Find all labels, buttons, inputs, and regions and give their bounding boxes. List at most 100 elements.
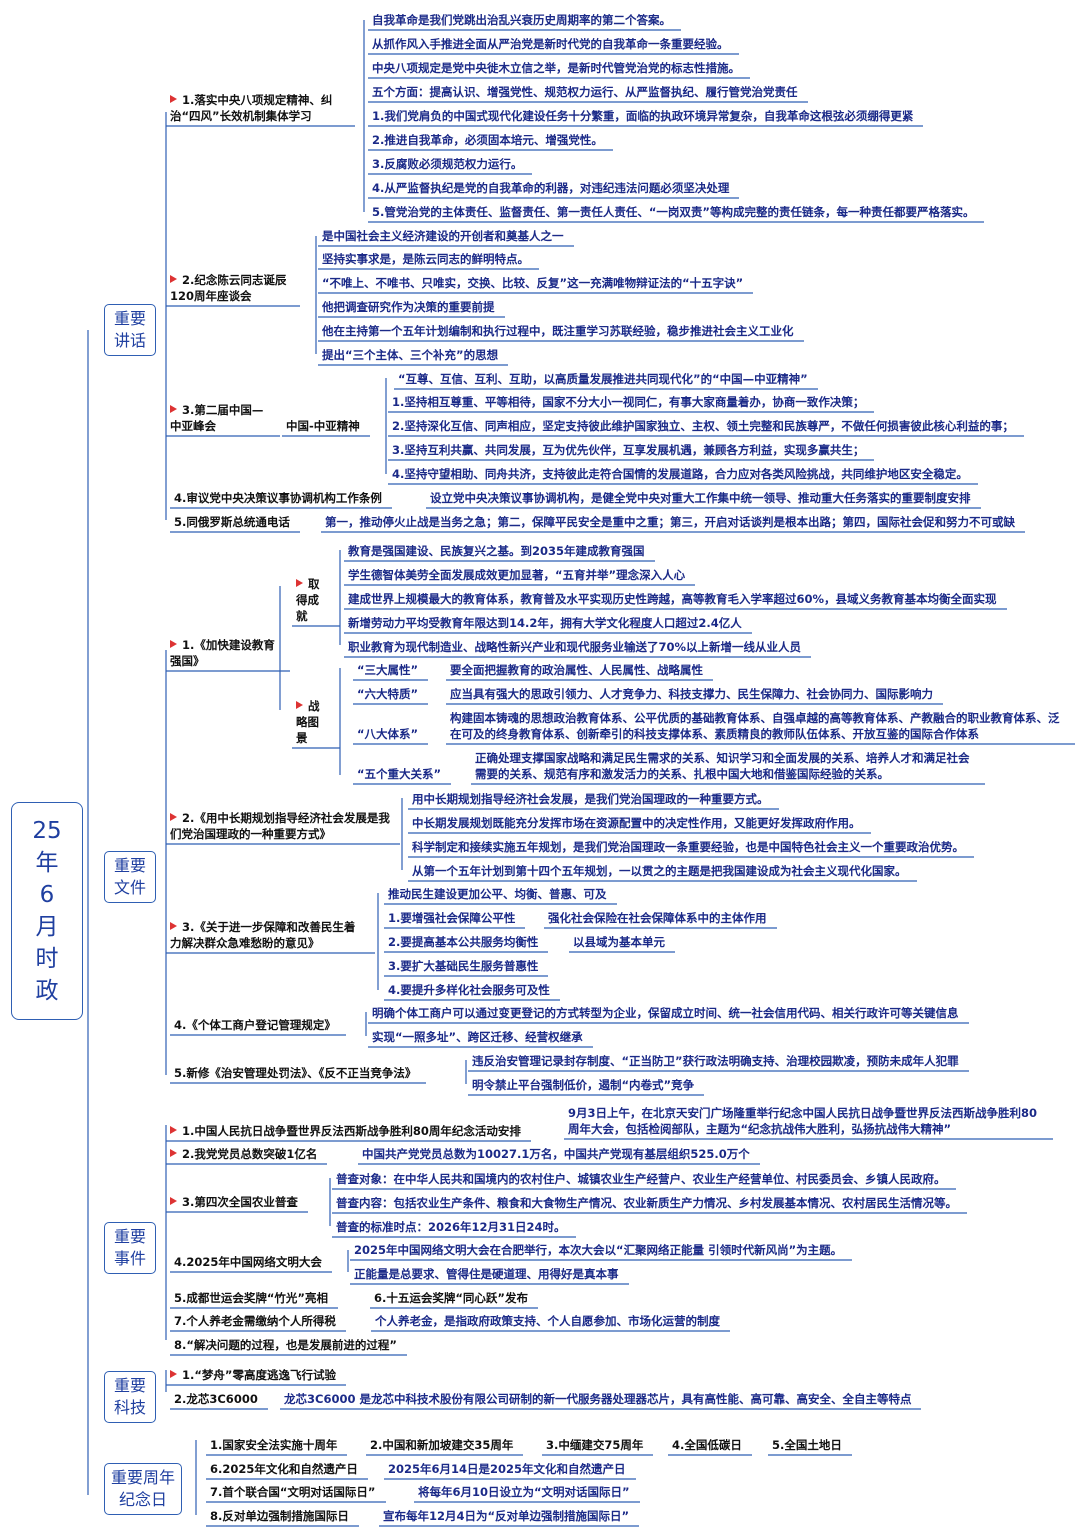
node-text: “三大属性” xyxy=(357,663,419,677)
node-text: 个人养老金，是指政府政策支持、个人自愿参加、市场化运营的制度 xyxy=(375,1314,720,1328)
flag-icon xyxy=(170,275,177,283)
node-text: 职业教育为现代制造业、战略性新兴产业和现代服务业输送了70%以上新增一线从业人员 xyxy=(348,640,802,654)
node-f1i2: 正确处理支撑国家战略和满足民生需求的关系、知识学习和全面发展的关系、培养人才和满… xyxy=(475,750,975,782)
node-text: “六大特质” xyxy=(357,687,419,701)
node-f1: 1.《加快建设教育强国》 xyxy=(170,637,280,669)
node-s2: 2.纪念陈云同志诞辰120周年座谈会 xyxy=(170,272,290,304)
node-f3d: 3.要扩大基础民生服务普惠性 xyxy=(388,958,538,974)
node-text: 教育是强国建设、民族复兴之基。到2035年建成教育强国 xyxy=(348,544,645,558)
node-text: 3.第四次全国农业普查 xyxy=(182,1195,298,1209)
node-s1d: 五个方面：提高认识、增强党性、规范权力运行、从严监督执纪、履行管党治党责任 xyxy=(372,84,798,100)
node-text: 坚持实事求是，是陈云同志的鲜明特点。 xyxy=(322,252,529,266)
node-text: 明令禁止平台强制低价，遏制“内卷式”竞争 xyxy=(472,1078,695,1092)
node-e3b: 普查内容：包括农业生产条件、粮食和大食物生产情况、农业新质生产力情况、乡村发展基… xyxy=(336,1195,957,1211)
node-s2b: 坚持实事求是，是陈云同志的鲜明特点。 xyxy=(322,251,529,267)
node-e6: 6.十五运会奖牌“同心跃”发布 xyxy=(374,1290,528,1306)
node-text: 他在主持第一个五年计划编制和执行过程中，既注重学习苏联经验，稳步推进社会主义工业… xyxy=(322,324,794,338)
node-text: 3.第二届中国—中亚峰会 xyxy=(170,403,264,433)
node-f3c1: 2.要提高基本公共服务均衡性 xyxy=(388,934,538,950)
node-text: 1.“梦舟”零高度逃逸飞行试验 xyxy=(182,1368,336,1382)
flag-icon xyxy=(170,95,177,103)
category-important-speeches: 重要讲话 xyxy=(104,304,156,356)
node-text: 3.坚持互利共赢、共同发展，互为优先伙伴，互享发展机遇，兼顾各方利益，实现多赢共… xyxy=(392,443,865,457)
node-text: 新增劳动力平均受教育年限达到14.2年，拥有大学文化程度人口超过2.4亿人 xyxy=(348,616,742,630)
node-a3: 3.中缅建交75周年 xyxy=(546,1437,643,1453)
node-f2c: 科学制定和接续实施五年规划，是我们党治国理政一条重要经验，也是中国特色社会主义一… xyxy=(412,839,964,855)
node-s1e: 1.我们党肩负的中国式现代化建设任务十分繁重，面临的执政环境异常复杂，自我革命这… xyxy=(372,108,913,124)
node-text: 4.审议党中央决策议事协调机构工作条例 xyxy=(174,491,382,505)
node-text: 4.《个体工商户登记管理规定》 xyxy=(174,1018,336,1032)
node-text: 5.新修《治安管理处罚法》、《反不正当竞争法》 xyxy=(174,1066,417,1080)
node-a6a: 2025年6月14日是2025年文化和自然遗产日 xyxy=(388,1461,626,1477)
node-e1: 1.中国人民抗日战争暨世界反法西斯战争胜利80周年纪念活动安排 xyxy=(170,1123,521,1139)
category-label: 重要科技 xyxy=(113,1376,146,1417)
node-text: 3.《关于进一步保障和改善民生着力解决群众急难愁盼的意见》 xyxy=(170,920,356,950)
node-a8: 8.反对单边强制措施国际日 xyxy=(210,1508,349,1524)
node-text: 正确处理支撑国家战略和满足民生需求的关系、知识学习和全面发展的关系、培养人才和满… xyxy=(475,751,970,781)
node-f1g2: 应当具有强大的思政引领力、人才竞争力、科技支撑力、民生保障力、社会协同力、国际影… xyxy=(450,686,933,702)
node-text: 5.管党治党的主体责任、监督责任、第一责任人责任、“一岗双责”等构成完整的责任链… xyxy=(372,205,975,219)
node-f1a: 教育是强国建设、民族复兴之基。到2035年建成教育强国 xyxy=(348,543,645,559)
node-text: 2.中国和新加坡建交35周年 xyxy=(370,1438,514,1452)
node-text: 提出“三个主体、三个补充”的思想 xyxy=(322,348,499,362)
node-s3b: 1.坚持相互尊重、平等相待，国家不分大小一视同仁，有事大家商量着办，协商一致作决… xyxy=(392,394,864,410)
node-e3c: 普查的标准时点：2026年12月31日24时。 xyxy=(336,1219,566,1235)
node-text: 中国共产党党员总数为10027.1万名，中国共产党现有基层组织525.0万个 xyxy=(362,1147,750,1161)
node-text: 6.2025年文化和自然遗产日 xyxy=(210,1462,358,1476)
node-s1b: 从抓作风入手推进全面从严治党是新时代党的自我革命一条重要经验。 xyxy=(372,36,729,52)
node-e4b: 正能量是总要求、管得住是硬道理、用得好是真本事 xyxy=(354,1266,619,1282)
node-text: 5.全国土地日 xyxy=(772,1438,842,1452)
node-text: 8.反对单边强制措施国际日 xyxy=(210,1509,349,1523)
node-e1a: 9月3日上午，在北京天安门广场隆重举行纪念中国人民抗日战争暨世界反法西斯战争胜利… xyxy=(568,1105,1043,1137)
node-e8: 8.“解决问题的过程，也是发展前进的过程” xyxy=(174,1337,397,1353)
node-a1: 1.国家安全法实施十周年 xyxy=(210,1437,337,1453)
node-text: 取得成就 xyxy=(296,577,320,623)
node-f4: 4.《个体工商户登记管理规定》 xyxy=(174,1017,336,1033)
node-s2d: 他把调查研究作为决策的重要前提 xyxy=(322,299,495,315)
node-text: 1.落实中央八项规定精神、纠治“四风”长效机制集体学习 xyxy=(170,93,333,123)
node-text: 战略图景 xyxy=(296,699,320,745)
node-s2c: “不唯上、不唯书、只唯实，交换、比较、反复”这一充满唯物辩证法的“十五字诀” xyxy=(322,275,743,291)
node-f3e: 4.要提升多样化社会服务可及性 xyxy=(388,982,550,998)
node-e2: 2.我党党员总数突破1亿名 xyxy=(170,1146,317,1162)
node-text: 自我革命是我们党跳出治乱兴衰历史周期率的第二个答案。 xyxy=(372,13,671,27)
category-important-events: 重要事件 xyxy=(104,1222,156,1274)
node-f1y: 战略图景 xyxy=(296,698,330,746)
node-s4a: 设立党中央决策议事协调机构，是健全党中央对重大工作集中统一领导、推动重大任务落实… xyxy=(430,490,971,506)
node-e3: 3.第四次全国农业普查 xyxy=(170,1194,298,1210)
node-a6: 6.2025年文化和自然遗产日 xyxy=(210,1461,358,1477)
flag-icon xyxy=(296,579,303,587)
node-text: 2.《用中长期规划指导经济社会发展是我们党治国理政的一种重要方式》 xyxy=(170,811,390,841)
node-s1c: 中央八项规定是党中央徙木立信之举，是新时代管党治党的标志性措施。 xyxy=(372,60,740,76)
node-text: 1.我们党肩负的中国式现代化建设任务十分繁重，面临的执政环境异常复杂，自我革命这… xyxy=(372,109,914,123)
node-e4a: 2025年中国网络文明大会在合肥举行，本次大会以“汇聚网络正能量 引领时代新风尚… xyxy=(354,1242,842,1258)
node-text: 4.要提升多样化社会服务可及性 xyxy=(388,983,550,997)
flag-icon xyxy=(170,1149,177,1157)
node-text: 普查对象：在中华人民共和国境内的农村住户、城镇农业生产经营户、农业生产经营单位、… xyxy=(336,1172,946,1186)
node-f1f1: “三大属性” xyxy=(357,662,418,678)
node-a8a: 宣布每年12月4日为“反对单边强制措施国际日” xyxy=(383,1508,629,1524)
node-text: 要全面把握教育的政治属性、人民属性、战略属性 xyxy=(450,663,703,677)
category-label: 重要文件 xyxy=(113,856,146,897)
node-text: 实现“一照多址”、跨区迁移、经营权继承 xyxy=(372,1030,583,1044)
category-important-tech: 重要科技 xyxy=(104,1371,156,1423)
node-s1i: 5.管党治党的主体责任、监督责任、第一责任人责任、“一岗双责”等构成完整的责任链… xyxy=(372,204,974,220)
node-text: 1.国家安全法实施十周年 xyxy=(210,1438,338,1452)
node-f5: 5.新修《治安管理处罚法》、《反不正当竞争法》 xyxy=(174,1065,416,1081)
node-f3a: 推动民生建设更加公平、均衡、普惠、可及 xyxy=(388,886,607,902)
flag-icon xyxy=(170,1197,177,1205)
node-text: 2025年6月14日是2025年文化和自然遗产日 xyxy=(388,1462,626,1476)
node-text: 8.“解决问题的过程，也是发展前进的过程” xyxy=(174,1338,397,1352)
node-s3a: “互尊、互信、互利、互助，以高质量发展推进共同现代化”的“中国—中亚精神” xyxy=(398,371,808,387)
node-text: 普查内容：包括农业生产条件、粮食和大食物生产情况、农业新质生产力情况、乡村发展基… xyxy=(336,1196,957,1210)
node-s2e: 他在主持第一个五年计划编制和执行过程中，既注重学习苏联经验，稳步推进社会主义工业… xyxy=(322,323,794,339)
node-f1h1: “八大体系” xyxy=(357,726,418,742)
node-f5a: 违反治安管理记录封存制度、“正当防卫”获行政法明确支持、治理校园欺凌，预防未成年… xyxy=(472,1053,959,1069)
node-text: 2.纪念陈云同志诞辰120周年座谈会 xyxy=(170,273,287,303)
node-text: “互尊、互信、互利、互助，以高质量发展推进共同现代化”的“中国—中亚精神” xyxy=(398,372,808,386)
node-text: 3.中缅建交75周年 xyxy=(546,1438,644,1452)
node-f1e: 职业教育为现代制造业、战略性新兴产业和现代服务业输送了70%以上新增一线从业人员 xyxy=(348,639,801,655)
node-text: 龙芯3C6000 是龙芯中科技术股份有限公司研制的新一代服务器处理器芯片，具有高… xyxy=(284,1392,912,1406)
